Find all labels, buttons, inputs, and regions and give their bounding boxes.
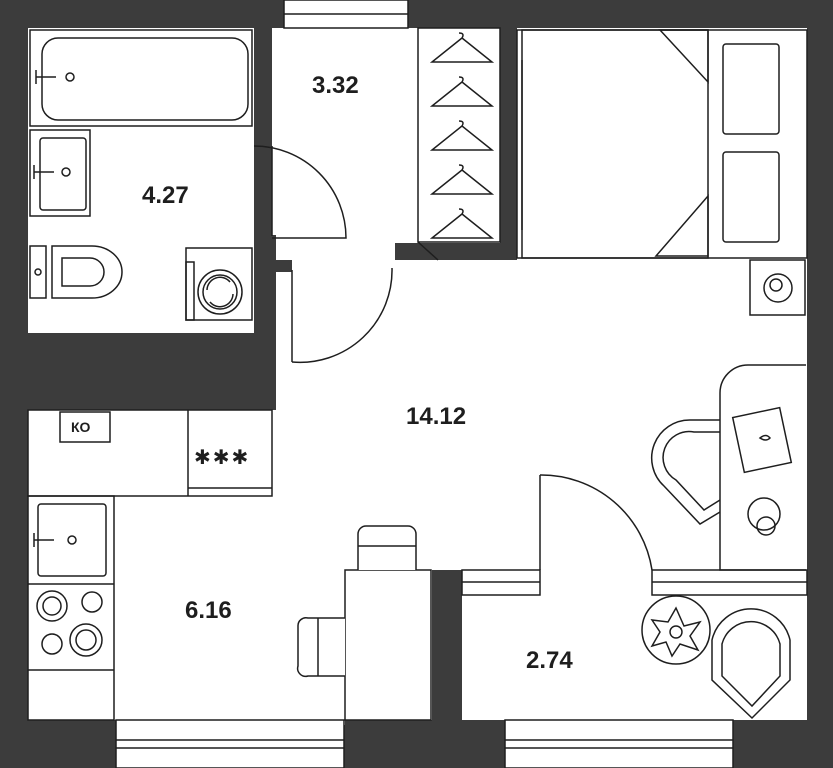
- dining-table: [344, 569, 432, 721]
- desk: [719, 364, 806, 571]
- balcony-floor: [457, 595, 807, 720]
- hangers: [429, 32, 495, 239]
- wardrobe-floor: [272, 28, 500, 260]
- desk-chair: [650, 419, 721, 525]
- ventilation-label: КО: [71, 419, 91, 435]
- living-lower-right: [462, 480, 807, 595]
- bathroom-door: [253, 145, 347, 239]
- toilet: [29, 245, 123, 299]
- cooktop-symbol: ✱✱✱: [194, 445, 250, 469]
- washing-machine: [185, 247, 253, 321]
- balcony-area-label: 2.74: [526, 647, 573, 674]
- bathroom-floor: [28, 28, 254, 333]
- kitchen-upper-counter: [27, 409, 273, 497]
- bed: [516, 29, 808, 259]
- floor-areas: [28, 28, 807, 725]
- stove: [36, 590, 103, 657]
- hall-floor: [276, 330, 462, 410]
- wall-pieces: [28, 28, 833, 768]
- kitchen-lower-counter: [27, 495, 115, 721]
- wardrobe-door: [291, 267, 393, 364]
- bedroom-floor: [517, 28, 807, 260]
- windows: [115, 0, 734, 768]
- kitchen-area-label: 6.16: [185, 597, 232, 624]
- wardrobe: [417, 27, 501, 261]
- living-area-label: 14.12: [406, 403, 466, 430]
- balcony-chair: [711, 608, 791, 720]
- balcony-door: [461, 474, 808, 596]
- plant: [641, 595, 711, 665]
- bathroom-area-label: 4.27: [142, 182, 189, 209]
- bathtub: [29, 29, 253, 127]
- dining-chair-top: [357, 525, 417, 570]
- bathroom-sink: [29, 129, 91, 217]
- dining-chair-left: [296, 617, 345, 678]
- nightstand: [749, 259, 806, 316]
- wardrobe-area-label: 3.32: [312, 72, 359, 99]
